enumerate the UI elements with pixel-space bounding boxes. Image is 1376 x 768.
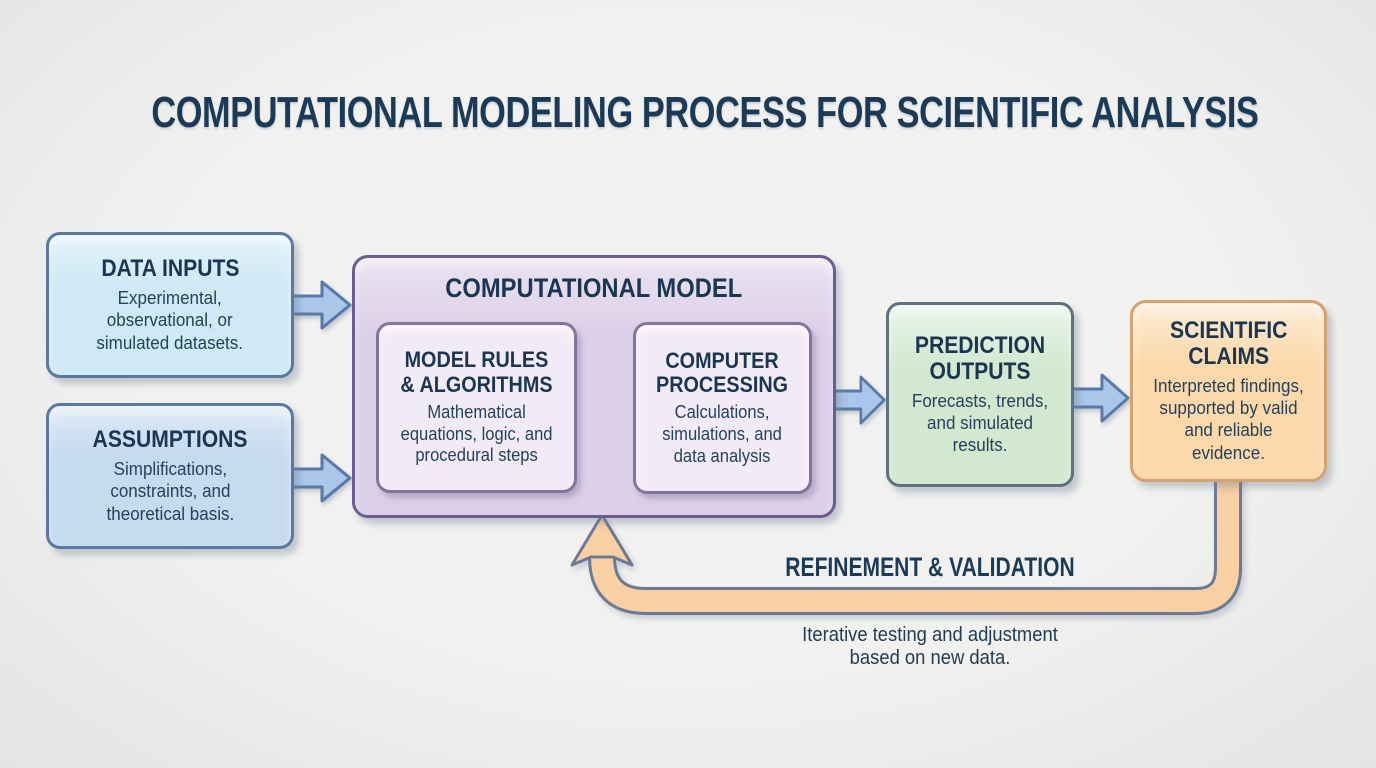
- node-data-inputs-body: Experimental, observational, or simulate…: [96, 287, 244, 353]
- refinement-validation-caption: Iterative testing and adjustment based o…: [802, 624, 1058, 669]
- arrow-prediction-to-claims: [1072, 373, 1130, 423]
- node-model-rules-title: MODEL RULES & ALGORITHMS: [400, 347, 553, 397]
- node-prediction-outputs-body: Forecasts, trends, and simulated results…: [911, 389, 1049, 455]
- node-computer-processing-title: COMPUTER PROCESSING: [656, 347, 789, 398]
- node-assumptions: ASSUMPTIONS Simplifications, constraints…: [46, 403, 294, 549]
- node-data-inputs-title: DATA INPUTS: [100, 255, 240, 283]
- node-scientific-claims: SCIENTIFIC CLAIMS Interpreted findings, …: [1130, 300, 1327, 482]
- refinement-validation-label: REFINEMENT & VALIDATION: [785, 552, 1075, 582]
- node-assumptions-title: ASSUMPTIONS: [92, 426, 248, 454]
- arrow-assumptions-to-model: [290, 453, 352, 503]
- page-title: COMPUTATIONAL MODELING PROCESS FOR SCIEN…: [151, 88, 1259, 137]
- arrow-data-inputs-to-model: [290, 280, 352, 330]
- node-scientific-claims-body: Interpreted findings, supported by valid…: [1153, 375, 1304, 463]
- node-assumptions-body: Simplifications, constraints, and theore…: [106, 458, 234, 524]
- node-computer-processing-body: Calculations, simulations, and data anal…: [662, 402, 783, 466]
- node-model-rules: MODEL RULES & ALGORITHMS Mathematical eq…: [376, 322, 577, 493]
- node-data-inputs: DATA INPUTS Experimental, observational,…: [46, 232, 294, 378]
- node-scientific-claims-title: SCIENTIFIC CLAIMS: [1169, 317, 1288, 371]
- node-model-rules-body: Mathematical equations, logic, and proce…: [400, 401, 553, 466]
- node-prediction-outputs: PREDICTION OUTPUTS Forecasts, trends, an…: [886, 302, 1074, 487]
- node-computational-model-title: COMPUTATIONAL MODEL: [445, 273, 743, 303]
- node-prediction-outputs-title: PREDICTION OUTPUTS: [914, 331, 1046, 385]
- arrow-model-to-prediction: [834, 375, 886, 425]
- node-computer-processing: COMPUTER PROCESSING Calculations, simula…: [633, 322, 812, 494]
